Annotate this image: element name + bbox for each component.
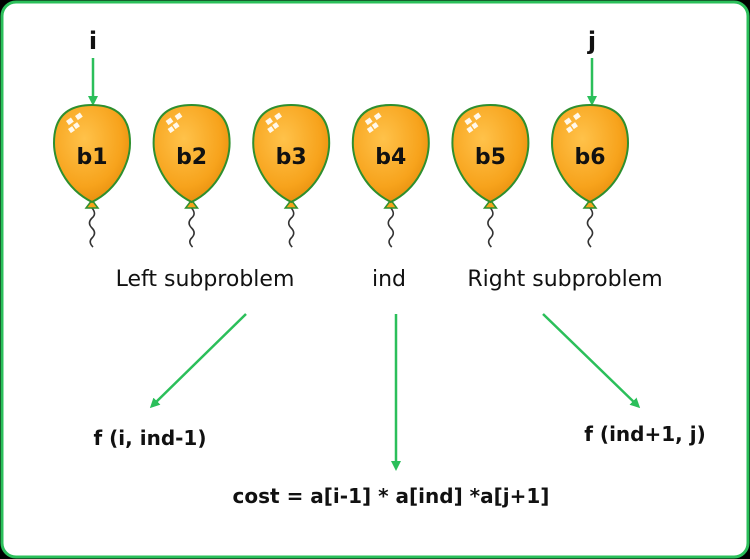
balloon-string — [387, 207, 395, 248]
balloon-string — [287, 207, 295, 248]
right-result-arrow — [542, 313, 641, 409]
balloon-label: b4 — [375, 145, 406, 170]
balloon-highlight — [265, 112, 282, 134]
balloon-knot — [582, 198, 598, 209]
balloon-highlight — [364, 112, 382, 134]
balloon-highlight — [564, 112, 581, 134]
ind-label: ind — [372, 267, 406, 292]
balloon-label: b5 — [475, 145, 506, 170]
balloon-knot — [84, 198, 100, 209]
balloon-label: b2 — [176, 145, 207, 170]
balloon-highlight — [464, 112, 482, 134]
balloon-label: b1 — [76, 145, 107, 170]
balloon-b4: b4 — [351, 103, 430, 248]
left-subproblem-label: Left subproblem — [116, 267, 295, 292]
balloon-highlight — [165, 112, 183, 134]
balloon-knot — [482, 198, 498, 209]
balloon-string — [586, 207, 594, 248]
left-result-arrow — [149, 313, 247, 409]
balloon-b6: b6 — [550, 103, 630, 248]
balloon-knot — [283, 198, 299, 209]
balloon-b2: b2 — [152, 103, 231, 248]
balloon-b3: b3 — [252, 103, 331, 248]
balloon-label: b6 — [574, 145, 605, 170]
balloon-b1: b1 — [52, 103, 132, 248]
balloon-label: b3 — [276, 145, 307, 170]
pointer-j-label: j — [587, 27, 596, 55]
right-subproblem-label: Right subproblem — [467, 267, 662, 292]
cost-formula-text: cost = a[i-1] * a[ind] *a[j+1] — [233, 484, 550, 508]
balloon-highlight — [66, 112, 83, 134]
pointer-i-label: i — [89, 27, 97, 55]
balloon-string — [88, 207, 96, 248]
balloon-row: b1 b2 b3 b4 b5 b6 — [52, 103, 630, 248]
balloon-string — [487, 207, 494, 248]
balloon-b5: b5 — [451, 103, 530, 248]
balloon-knot — [383, 198, 399, 209]
balloon-string — [188, 207, 195, 248]
left-recurrence-text: f (i, ind-1) — [94, 426, 207, 450]
balloon-knot — [184, 198, 200, 209]
right-recurrence-text: f (ind+1, j) — [584, 422, 705, 446]
